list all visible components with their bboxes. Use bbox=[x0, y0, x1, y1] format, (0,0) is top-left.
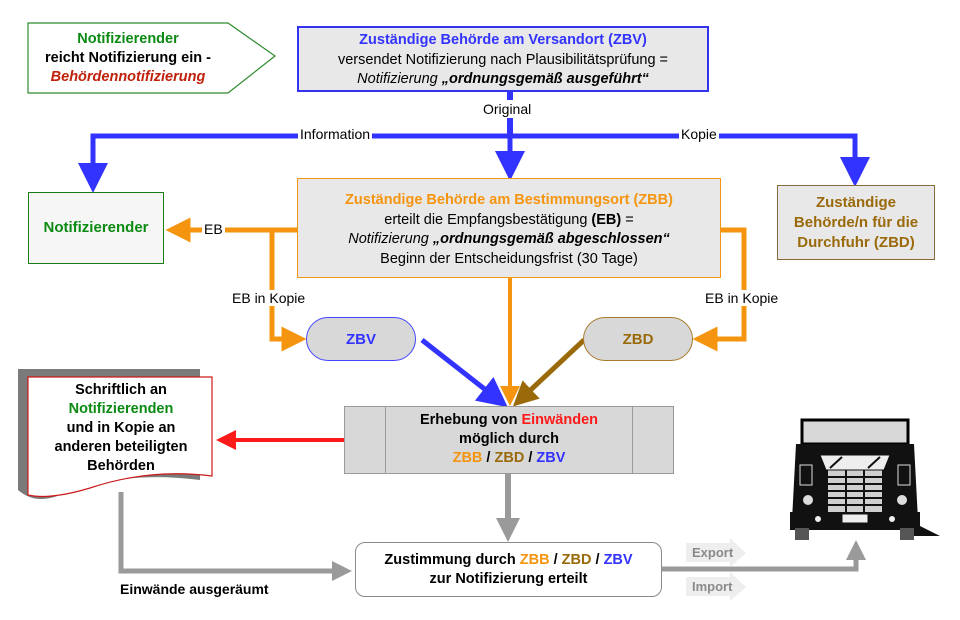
connector-information bbox=[78, 133, 510, 193]
zbb-box-line2-bold: (EB) bbox=[591, 211, 622, 228]
zbv-box-title: Zuständige Behörde am Versandort (ZBV) bbox=[359, 32, 647, 48]
zbv-box-line3-bold: „ordnungsgemäß ausgeführt“ bbox=[441, 71, 649, 87]
zbv-box: Zuständige Behörde am Versandort (ZBV) v… bbox=[297, 26, 709, 92]
consent-sep1: / bbox=[549, 552, 562, 568]
objection-line2: möglich durch bbox=[459, 431, 559, 447]
notifier-box: Notifizierender bbox=[28, 192, 164, 264]
connector-zbv-objection bbox=[420, 338, 508, 408]
zbb-box-line2: erteilt die Empfangsbestätigung (EB) = bbox=[298, 211, 720, 231]
zbb-box-title: Zuständige Behörde am Bestimmungsort (ZB… bbox=[345, 192, 673, 208]
zbd-pill-label: ZBD bbox=[622, 330, 654, 348]
consent-line1: Zustimmung durch ZBB / ZBD / ZBV bbox=[356, 551, 661, 570]
document-shape-outline bbox=[27, 376, 213, 498]
connector-zbd-objection bbox=[512, 338, 586, 407]
objection-line1-prefix: Erhebung von bbox=[419, 412, 522, 428]
zbd-box-line2: Behörde/n für die bbox=[793, 213, 919, 231]
zbb-box-line2-suffix: = bbox=[621, 211, 634, 228]
objection-sep1: / bbox=[482, 450, 495, 466]
document-shape: Schriftlich an Notifizierenden und in Ko… bbox=[30, 381, 212, 476]
zbb-box-line4: Beginn der Entscheidungsfrist (30 Tage) bbox=[380, 250, 638, 267]
label-kopie: Kopie bbox=[679, 126, 719, 142]
objection-box-left-bar bbox=[385, 407, 386, 473]
notifier-box-label: Notifizierender bbox=[43, 219, 149, 236]
label-eb: EB bbox=[202, 221, 225, 237]
connector-kopie bbox=[510, 133, 870, 187]
label-information: Information bbox=[298, 126, 373, 142]
connector-einwaende-ausgeraeumt bbox=[118, 492, 352, 581]
zbv-box-line3-prefix: Notifizierung bbox=[357, 71, 442, 87]
consent-zbd: ZBD bbox=[561, 552, 592, 568]
zbv-pill-label: ZBV bbox=[346, 330, 376, 348]
document-line2: Notifizierenden bbox=[68, 401, 174, 417]
start-shape-action: reicht Notifizierung ein - bbox=[45, 50, 211, 66]
label-eb-in-kopie-right: EB in Kopie bbox=[703, 290, 781, 306]
start-shape-type: Behördennotifizierung bbox=[50, 69, 206, 85]
zbb-box-line2-prefix: erteilt die Empfangsbestätigung bbox=[384, 211, 592, 228]
consent-zbb: ZBB bbox=[519, 552, 550, 568]
connector-eb-kopie-right bbox=[692, 227, 747, 352]
import-tag: Import bbox=[692, 579, 733, 594]
zbb-box: Zuständige Behörde am Bestimmungsort (ZB… bbox=[297, 178, 721, 278]
zbb-box-line3: Notifizierung „ordnungsgemäß abgeschloss… bbox=[298, 230, 720, 250]
zbd-pill: ZBD bbox=[583, 317, 693, 361]
objection-line1: Erhebung von Einwänden bbox=[345, 411, 673, 430]
zbb-box-line3-bold: „ordnungsgemäß abgeschlossen“ bbox=[432, 231, 670, 247]
document-line5: Behörden bbox=[87, 458, 155, 474]
document-line4: anderen beteiligten bbox=[54, 439, 188, 455]
start-shape-actor: Notifizierender bbox=[77, 31, 179, 47]
zbd-box-line3: Durchfuhr (ZBD) bbox=[797, 233, 915, 251]
zbv-box-line2: versendet Notifizierung nach Plausibilit… bbox=[337, 51, 669, 68]
document-line1: Schriftlich an bbox=[75, 382, 167, 398]
zbb-box-line3-prefix: Notifizierung bbox=[348, 231, 433, 247]
objection-sep2: / bbox=[524, 450, 537, 466]
objection-line1-red: Einwänden bbox=[521, 412, 599, 428]
consent-line2: zur Notifizierung erteilt bbox=[429, 571, 588, 587]
zbd-box: Zuständige Behörde/n für die Durchfuhr (… bbox=[777, 185, 935, 260]
export-tag: Export bbox=[692, 545, 734, 560]
document-line3: und in Kopie an bbox=[66, 420, 176, 436]
truck-icon bbox=[790, 418, 940, 540]
objection-box-right-bar bbox=[632, 407, 633, 473]
label-einwaende-ausgeraeumt: Einwände ausgeräumt bbox=[118, 581, 271, 597]
connector-consent-truck bbox=[662, 540, 866, 572]
import-arrow-shape bbox=[686, 572, 746, 601]
objection-zbb: ZBB bbox=[452, 450, 483, 466]
consent-sep2: / bbox=[591, 552, 604, 568]
consent-box: Zustimmung durch ZBB / ZBD / ZBV zur Not… bbox=[355, 542, 662, 597]
consent-line1-prefix: Zustimmung durch bbox=[384, 552, 520, 568]
connector-eb-kopie-left bbox=[269, 230, 307, 352]
objection-zbv: ZBV bbox=[536, 450, 566, 466]
objection-line3: ZBB / ZBD / ZBV bbox=[345, 449, 673, 468]
start-shape-outline bbox=[27, 22, 277, 94]
zbv-box-line3: Notifizierung „ordnungsgemäß ausgeführt“ bbox=[299, 70, 707, 90]
label-original: Original bbox=[481, 101, 534, 117]
objection-box: Erhebung von Einwänden möglich durch ZBB… bbox=[344, 406, 674, 474]
objection-zbd: ZBD bbox=[494, 450, 525, 466]
zbv-pill: ZBV bbox=[306, 317, 416, 361]
consent-zbv: ZBV bbox=[603, 552, 633, 568]
export-arrow-shape bbox=[686, 538, 746, 567]
label-eb-in-kopie-left: EB in Kopie bbox=[230, 290, 308, 306]
start-shape: Notifizierender reicht Notifizierung ein… bbox=[28, 30, 228, 87]
zbd-box-line1: Zuständige bbox=[815, 193, 896, 211]
